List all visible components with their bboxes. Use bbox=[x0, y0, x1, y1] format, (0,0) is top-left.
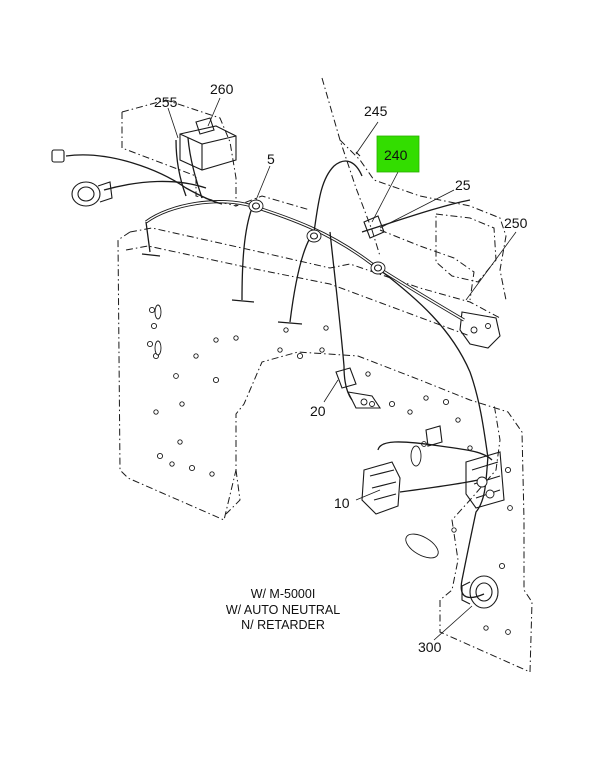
panel-slots bbox=[154, 304, 439, 559]
callout-255: 255 bbox=[154, 94, 178, 110]
harness-bracket bbox=[459, 311, 501, 349]
leader-lines bbox=[167, 97, 517, 641]
callout-10: 10 bbox=[334, 495, 350, 511]
application-note: W/ M-5000I W/ AUTO NEUTRAL N/ RETARDER bbox=[226, 587, 340, 632]
note-line-3: N/ RETARDER bbox=[241, 618, 325, 632]
dash-panel bbox=[117, 227, 533, 673]
highlight-box-240 bbox=[376, 135, 420, 173]
callout-240: 240 bbox=[384, 147, 408, 163]
round-connector bbox=[51, 149, 113, 207]
panel-holes bbox=[146, 306, 513, 635]
callout-250: 250 bbox=[504, 215, 528, 231]
note-line-1: W/ M-5000I bbox=[251, 587, 316, 601]
upper-wires bbox=[65, 137, 471, 233]
callout-labels: 260 255 245 240 5 25 250 20 10 300 bbox=[154, 81, 528, 655]
callout-5: 5 bbox=[267, 151, 275, 167]
main-harness bbox=[141, 200, 489, 459]
grommets bbox=[248, 199, 386, 275]
bulkhead-connector bbox=[461, 575, 499, 609]
callout-20: 20 bbox=[310, 403, 326, 419]
callout-25: 25 bbox=[455, 177, 471, 193]
callout-300: 300 bbox=[418, 639, 442, 655]
connector-block bbox=[335, 367, 382, 409]
cowl-housing bbox=[121, 77, 507, 301]
callout-245: 245 bbox=[364, 103, 388, 119]
note-line-2: W/ AUTO NEUTRAL bbox=[226, 603, 340, 617]
control-module bbox=[361, 425, 505, 515]
relay-box bbox=[179, 117, 237, 171]
callout-260: 260 bbox=[210, 81, 234, 97]
